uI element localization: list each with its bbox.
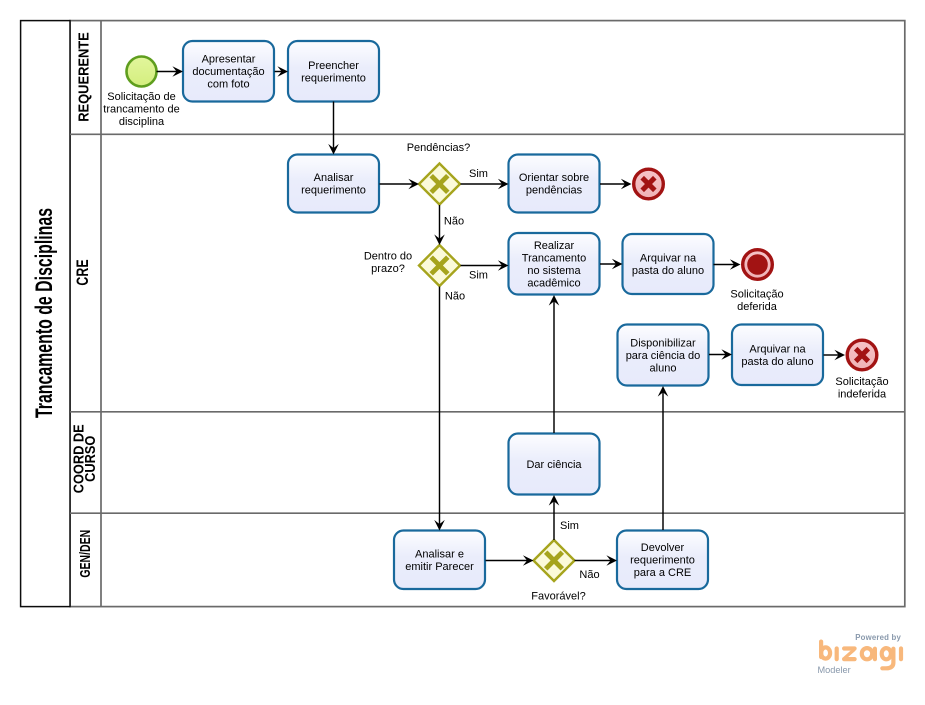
svg-text:Sim: Sim [560,520,579,532]
svg-text:Apresentar: Apresentar [202,54,256,66]
svg-text:indeferida: indeferida [838,389,887,401]
svg-text:Favorável?: Favorável? [531,591,585,603]
svg-text:Orientar sobre: Orientar sobre [519,172,589,184]
svg-text:trancamento de: trancamento de [103,104,179,116]
svg-text:requerimento: requerimento [630,555,695,567]
svg-text:emitir Parecer: emitir Parecer [405,561,474,573]
svg-text:com foto: com foto [207,79,249,91]
svg-text:Analisar e: Analisar e [415,548,464,560]
svg-text:Solicitação de: Solicitação de [107,91,176,103]
svg-text:Devolver: Devolver [641,542,685,554]
svg-text:Não: Não [579,569,599,581]
svg-text:deferida: deferida [737,301,778,313]
svg-text:Trancamento de Disciplinas: Trancamento de Disciplinas [32,208,58,418]
svg-text:documentação: documentação [192,66,264,78]
svg-text:Realizar: Realizar [534,240,575,252]
svg-text:acadêmico: acadêmico [527,277,580,289]
svg-text:Não: Não [445,291,465,303]
svg-text:prazo?: prazo? [371,263,405,275]
svg-text:Modeler: Modeler [818,665,851,675]
svg-text:no sistema: no sistema [527,265,581,277]
svg-text:disciplina: disciplina [119,116,165,128]
svg-text:para ciência do: para ciência do [626,350,701,362]
svg-text:Preencher: Preencher [308,60,359,72]
svg-text:Não: Não [444,216,464,228]
svg-text:Solicitação: Solicitação [730,289,783,301]
svg-text:REQUERENTE: REQUERENTE [76,32,92,122]
svg-text:Solicitação: Solicitação [835,376,888,388]
svg-text:pendências: pendências [526,185,583,197]
svg-text:pasta do aluno: pasta do aluno [632,265,704,277]
svg-text:pasta do aluno: pasta do aluno [741,356,813,368]
svg-text:aluno: aluno [650,362,677,374]
svg-text:Sim: Sim [469,270,488,282]
svg-text:Arquivar na: Arquivar na [640,253,697,265]
svg-text:Pendências?: Pendências? [407,142,471,154]
svg-text:requerimento: requerimento [301,72,366,84]
svg-text:Arquivar na: Arquivar na [749,343,806,355]
svg-text:Dentro do: Dentro do [364,251,412,263]
svg-text:COORD DE: COORD DE [70,424,87,493]
svg-text:requerimento: requerimento [301,185,366,197]
svg-text:para a CRE: para a CRE [634,567,691,579]
svg-text:Disponibilizar: Disponibilizar [630,337,696,349]
svg-text:CURSO: CURSO [81,436,98,482]
svg-text:Dar ciência: Dar ciência [526,459,582,471]
svg-text:Powered by: Powered by [855,633,901,642]
svg-text:Analisar: Analisar [314,172,354,184]
svg-text:GEN/DEN: GEN/DEN [76,530,93,578]
svg-text:Sim: Sim [469,168,488,180]
svg-text:CRE: CRE [75,259,93,285]
svg-text:Trancamento: Trancamento [522,252,586,264]
